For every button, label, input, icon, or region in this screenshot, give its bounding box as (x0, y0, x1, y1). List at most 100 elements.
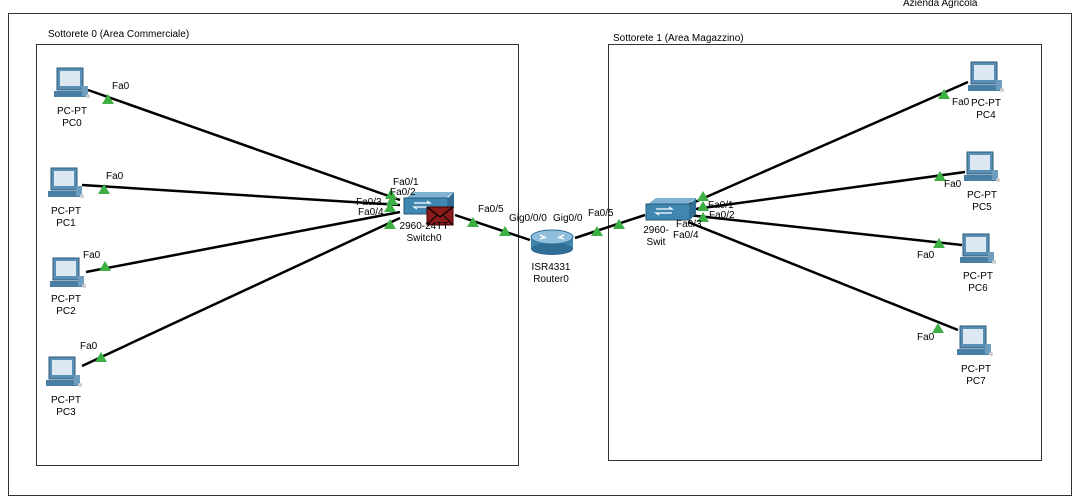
pc5-name: PC5 (972, 202, 992, 213)
pc3-model: PC-PT (51, 395, 81, 406)
port-light-pc3 (95, 352, 107, 362)
link-pc2-switch0 (85, 210, 401, 274)
pc6-device[interactable] (958, 232, 998, 272)
area-sottorete-1[interactable] (608, 44, 1042, 461)
port-light-pc5 (934, 171, 946, 181)
port-light-router-gig000 (499, 226, 511, 236)
pc-icon (50, 257, 86, 288)
sw1-fa04-label: Fa0/4 (673, 230, 699, 241)
port-light-pc0 (102, 94, 114, 104)
pc6-name: PC6 (968, 283, 988, 294)
port-light-sw0-fa01 (385, 189, 397, 199)
link-switch1-pc6 (687, 213, 963, 247)
pc4-name: PC4 (976, 110, 996, 121)
area-sottorete-1-label: Sottorete 1 (Area Magazzino) (610, 33, 747, 44)
pc5-device[interactable] (962, 150, 1002, 190)
switch1-device[interactable] (642, 198, 698, 228)
pc4-port-label: Fa0 (952, 97, 970, 108)
pc1-model: PC-PT (51, 206, 81, 217)
pc3-device[interactable] (44, 355, 84, 395)
port-light-sw0-fa05 (467, 217, 479, 227)
pc4-model: PC-PT (971, 98, 1001, 109)
link-pc3-switch0 (81, 216, 401, 368)
link-switch0-router0 (454, 213, 531, 242)
pc2-model: PC-PT (51, 294, 81, 305)
pc-icon (960, 233, 996, 264)
pc-icon (54, 67, 90, 98)
area-azienda-agricola[interactable] (8, 13, 1072, 496)
pc6-model: PC-PT (963, 271, 993, 282)
port-light-pc2 (99, 261, 111, 271)
link-switch1-pc7 (687, 220, 959, 332)
sw1-fa03-label: Fa0/3 (676, 219, 702, 230)
sw1-fa01-label: Fa0/1 (708, 200, 734, 211)
port-light-pc4 (938, 89, 950, 99)
pc7-name: PC7 (966, 376, 986, 387)
link-switch1-pc5 (687, 170, 966, 212)
pc3-port-label: Fa0 (80, 341, 98, 352)
router0-model: ISR4331 (531, 262, 571, 273)
port-light-sw0-fa03 (384, 202, 396, 212)
pc5-model: PC-PT (967, 190, 997, 201)
link-switch1-pc4 (687, 80, 969, 207)
pc0-model: PC-PT (57, 106, 87, 117)
port-light-sw1-fa02 (697, 201, 709, 211)
pc-icon (968, 61, 1004, 92)
router0-name: Router0 (533, 274, 569, 285)
router-gig00-label: Gig0/0 (553, 213, 583, 224)
pdu-envelope-icon[interactable] (426, 206, 454, 226)
port-light-pc7 (932, 323, 944, 333)
port-light-router-gig00 (591, 226, 603, 236)
pc6-port-label: Fa0 (917, 250, 935, 261)
port-light-pc6 (933, 238, 945, 248)
switch1-name: Swit (646, 237, 666, 248)
pc2-name: PC2 (56, 306, 76, 317)
switch1-model: 2960- (643, 225, 669, 236)
port-light-sw1-fa04 (697, 212, 709, 222)
pc2-device[interactable] (48, 256, 88, 296)
switch0-name: Switch0 (406, 233, 442, 244)
link-pc0-switch0 (87, 88, 401, 202)
pc0-device[interactable] (52, 66, 92, 106)
pc-icon (46, 356, 82, 387)
link-router0-switch1 (574, 213, 646, 240)
switch0-model: 2960-24TT (399, 221, 449, 232)
router-gig000-label: Gig0/0/0 (509, 213, 547, 224)
link-pc1-switch0 (81, 183, 401, 207)
pc-icon (48, 167, 84, 198)
sw1-fa02-label: Fa0/2 (709, 210, 735, 221)
sw0-fa04-label: Fa0/4 (358, 207, 384, 218)
sw0-fa05-label: Fa0/5 (478, 204, 504, 215)
port-light-sw0-fa04 (384, 219, 396, 229)
pc-icon (957, 325, 993, 356)
sw0-fa03-label: Fa0/3 (356, 197, 382, 208)
port-light-sw1-fa01 (697, 191, 709, 201)
area-azienda-agricola-label: Azienda Agricola (900, 0, 981, 9)
router-icon (530, 229, 574, 255)
switch-icon (645, 198, 696, 221)
pc2-port-label: Fa0 (83, 250, 101, 261)
port-light-sw0-fa02 (386, 195, 398, 205)
pc5-port-label: Fa0 (944, 179, 962, 190)
pc0-name: PC0 (62, 118, 82, 129)
pc1-name: PC1 (56, 218, 76, 229)
pc-icon (964, 151, 1000, 182)
router0-device[interactable] (528, 228, 576, 258)
sw1-fa05-label: Fa0/5 (588, 208, 614, 219)
area-sottorete-0[interactable] (36, 44, 519, 466)
pc4-device[interactable] (966, 60, 1006, 100)
pc7-device[interactable] (955, 324, 995, 364)
area-sottorete-0-label: Sottorete 0 (Area Commerciale) (45, 29, 193, 40)
pc0-port-label: Fa0 (112, 81, 130, 92)
sw0-fa01-label: Fa0/1 (393, 177, 419, 188)
pc1-device[interactable] (46, 166, 86, 206)
pc7-port-label: Fa0 (917, 332, 935, 343)
sw0-fa02-label: Fa0/2 (390, 187, 416, 198)
pc1-port-label: Fa0 (106, 171, 124, 182)
pc7-model: PC-PT (961, 364, 991, 375)
port-light-pc1 (98, 184, 110, 194)
port-light-sw1-fa05 (613, 219, 625, 229)
pc3-name: PC3 (56, 407, 76, 418)
